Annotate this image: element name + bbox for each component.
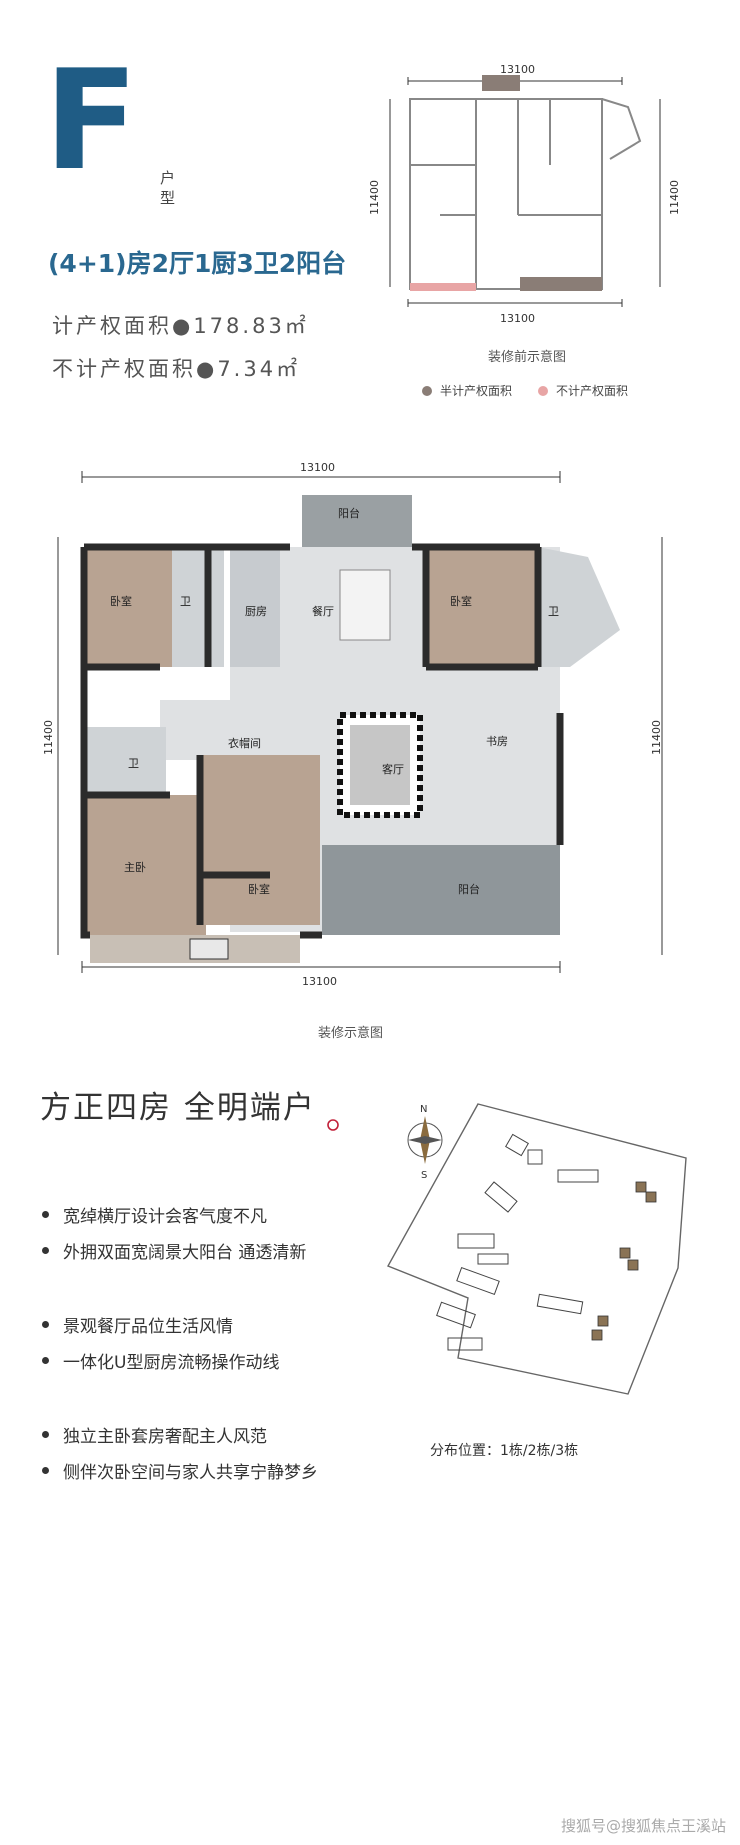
legend-label-1: 半计产权面积: [440, 384, 513, 398]
feature-item: 独立主卧套房奢配主人风范: [42, 1422, 267, 1447]
large-dim-bottom: 13100: [302, 975, 337, 988]
area-not-counted: 不计产权面积●7.34㎡: [52, 357, 301, 381]
site-plan: [387, 1103, 687, 1395]
bullet-icon: [42, 1247, 49, 1254]
compass-north: N: [420, 1104, 427, 1115]
unit-type-suffix: 户型: [160, 169, 176, 207]
bullet-icon: [42, 1211, 49, 1218]
large-floor-plan: 13100 13100 11400 11400 阳台: [42, 461, 663, 988]
legend-not-counted: 不计产权面积: [538, 382, 628, 399]
feature-text: 一体化U型厨房流畅操作动线: [63, 1353, 280, 1373]
label-dining: 餐厅: [312, 604, 334, 618]
label-kitchen: 厨房: [245, 605, 267, 618]
large-dim-right: 11400: [650, 720, 663, 755]
unit-type-letter: F: [44, 40, 139, 201]
large-plan-caption: 装修示意图: [318, 1026, 384, 1041]
label-bedroom-tl: 卧室: [110, 594, 132, 608]
feature-text: 景观餐厅品位生活风情: [63, 1317, 233, 1337]
feature-text: 外拥双面宽阔景大阳台 通透清新: [63, 1243, 307, 1263]
bullet-icon: [42, 1467, 49, 1474]
headline-ring-icon: [327, 1119, 339, 1131]
feature-text: 宽绰横厅设计会客气度不凡: [63, 1207, 267, 1227]
bullet-icon: [42, 1431, 49, 1438]
bullet-icon: [42, 1321, 49, 1328]
label-master: 主卧: [124, 861, 146, 874]
feature-text: 侧伴次卧空间与家人共享宁静梦乡: [63, 1463, 318, 1483]
area-counted: 计产权面积●178.83㎡: [52, 314, 309, 338]
compass-icon: N S: [407, 1104, 443, 1181]
layout-title: (4+1)房2厅1厨3卫2阳台: [48, 249, 347, 278]
headline: 方正四房 全明端户: [40, 1090, 316, 1126]
legend-label-2: 不计产权面积: [556, 384, 629, 398]
small-floor-plan: 13100 13100 11400 11400: [370, 63, 681, 325]
small-dim-bottom: 13100: [500, 312, 535, 325]
small-dim-left: 11400: [370, 180, 381, 215]
label-study: 书房: [486, 735, 508, 748]
label-balcony-bottom: 阳台: [458, 882, 480, 896]
legend-dot-brown: [422, 385, 432, 396]
site-plan-caption: 分布位置：1栋/2栋/3栋: [430, 1443, 579, 1459]
small-dim-top: 13100: [500, 63, 535, 76]
feature-item: 一体化U型厨房流畅操作动线: [42, 1348, 279, 1373]
label-closet: 衣帽间: [228, 736, 261, 750]
label-bath-l: 卫: [128, 757, 139, 770]
feature-item: 外拥双面宽阔景大阳台 通透清新: [42, 1238, 306, 1263]
large-dim-left: 11400: [42, 720, 55, 755]
label-balcony-top: 阳台: [338, 506, 360, 520]
legend-semi-counted: 半计产权面积: [422, 382, 512, 399]
small-dim-right: 11400: [668, 180, 681, 215]
label-living: 客厅: [382, 762, 404, 776]
label-bath-tl: 卫: [180, 595, 191, 608]
label-bedroom-m: 卧室: [248, 882, 270, 896]
label-bath-tr: 卫: [548, 605, 559, 618]
legend-dot-pink: [538, 385, 548, 396]
bullet-icon: [42, 1357, 49, 1364]
watermark: 搜狐号@搜狐焦点王溪站: [560, 1817, 726, 1835]
feature-item: 侧伴次卧空间与家人共享宁静梦乡: [42, 1458, 318, 1483]
small-plan-caption: 装修前示意图: [488, 350, 567, 365]
compass-south: S: [421, 1170, 427, 1181]
feature-item: 景观餐厅品位生活风情: [42, 1312, 233, 1337]
feature-text: 独立主卧套房奢配主人风范: [63, 1427, 267, 1447]
feature-item: 宽绰横厅设计会客气度不凡: [42, 1202, 267, 1227]
large-dim-top: 13100: [300, 461, 335, 474]
label-bedroom-tr: 卧室: [450, 594, 472, 608]
